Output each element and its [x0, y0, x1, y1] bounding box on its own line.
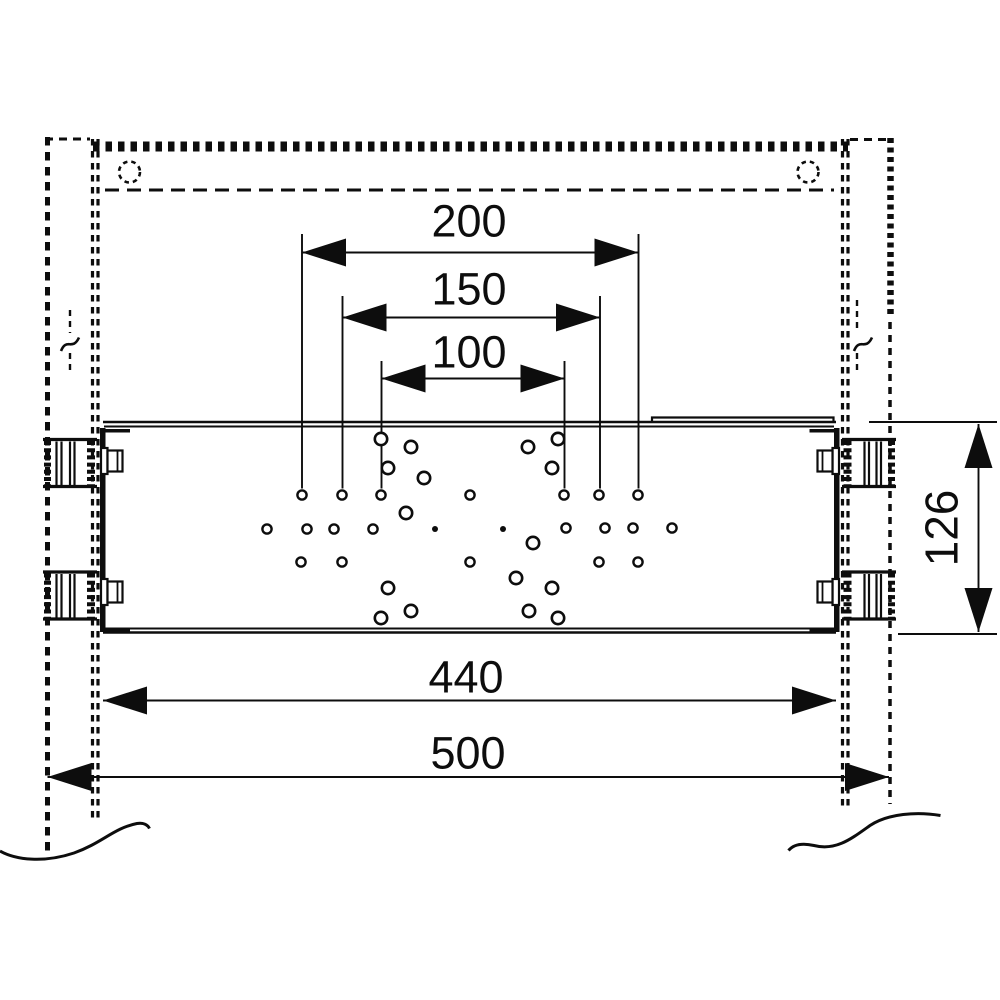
arrowhead-right-icon	[792, 686, 836, 715]
left-clamp-assembly	[43, 437, 97, 621]
dimension-label-100: 100	[431, 327, 506, 378]
arrowhead-up-icon	[964, 424, 993, 468]
plate-hole-medium	[544, 580, 560, 596]
break-wave-left	[0, 821, 151, 861]
plate-hole-medium	[520, 439, 536, 455]
dimension-500: 500	[47, 728, 889, 791]
dimension-100: 100	[380, 327, 566, 489]
arrowhead-down-icon	[964, 588, 993, 632]
plate-hole-medium	[403, 603, 419, 619]
plate-hole-medium	[373, 610, 389, 626]
arrowhead-right-icon	[594, 238, 639, 267]
plate-hole-small	[336, 489, 348, 501]
rack-posts	[45, 137, 894, 852]
plate-hole-small	[593, 556, 605, 568]
dimension-label-126: 126	[916, 490, 968, 567]
plate-hole-small	[367, 523, 379, 535]
right-bracket-bar	[834, 428, 840, 632]
top-crossmember	[45, 137, 893, 192]
arrowhead-left-icon	[342, 303, 387, 332]
plate-hole-medium	[416, 470, 432, 486]
left-bracket-bar	[100, 428, 106, 632]
bolt-head-icon	[106, 580, 124, 604]
mounting-plate	[100, 416, 840, 634]
dimension-200: 200	[301, 196, 640, 489]
bolt-head-icon	[816, 580, 834, 604]
break-waves	[0, 812, 941, 861]
plate-hole-tiny	[500, 526, 506, 532]
plate-hole-medium	[380, 460, 396, 476]
plate-hole-small	[328, 523, 340, 535]
plate-hole-medium	[403, 439, 419, 455]
plate-hole-small	[336, 556, 348, 568]
dimension-label-200: 200	[431, 196, 506, 247]
plate-hole-small	[375, 489, 387, 501]
break-mark-icon	[852, 336, 874, 352]
plate-hole-medium	[398, 505, 414, 521]
plate-hole-medium	[373, 431, 389, 447]
dimension-label-440: 440	[428, 652, 503, 703]
dimension-150: 150	[341, 264, 601, 489]
dimension-126: 126	[869, 421, 997, 635]
plate-hole-small	[296, 489, 308, 501]
plate-hole-tiny	[432, 526, 438, 532]
right-clamp-assembly	[842, 437, 896, 621]
plate-hole-small	[464, 556, 476, 568]
plate-hole-medium	[380, 580, 396, 596]
plate-hole-small	[627, 522, 639, 534]
arrowhead-right-icon	[520, 364, 565, 393]
bolt-head-icon	[106, 449, 124, 473]
plate-hole-medium	[508, 570, 524, 586]
arrowhead-left-icon	[47, 763, 92, 791]
plate-hole-medium	[550, 610, 566, 626]
plate-hole-medium	[521, 603, 537, 619]
plate-hole-small	[464, 489, 476, 501]
break-wave-right	[787, 812, 941, 852]
plate-top-step	[650, 416, 835, 422]
plate-hole-small	[593, 489, 605, 501]
arrowhead-left-icon	[302, 238, 346, 267]
crossmember-hole-right-icon	[796, 160, 820, 184]
dimension-label-500: 500	[430, 728, 505, 779]
plate-face	[103, 421, 836, 633]
bolt-head-icon	[816, 449, 834, 473]
plate-hole-small	[261, 523, 273, 535]
plate-hole-small	[558, 489, 570, 501]
plate-hole-small	[295, 556, 307, 568]
dimension-440: 440	[103, 652, 836, 715]
plate-hole-small	[301, 523, 313, 535]
clamp-bolts	[99, 446, 841, 607]
plate-hole-small	[560, 522, 572, 534]
arrowhead-left-icon	[381, 364, 426, 393]
arrowhead-right-icon	[845, 763, 889, 791]
plate-hole-small	[599, 522, 611, 534]
crossmember-hole-left-icon	[117, 160, 142, 184]
plate-hole-medium	[525, 535, 541, 551]
arrowhead-right-icon	[556, 303, 600, 332]
plate-hole-small	[632, 489, 644, 501]
plate-hole-small	[666, 522, 678, 534]
arrowhead-left-icon	[103, 686, 147, 715]
break-mark-icon	[59, 336, 81, 352]
dimension-label-150: 150	[431, 264, 506, 315]
plate-hole-small	[632, 556, 644, 568]
plate-hole-medium	[544, 460, 560, 476]
plate-hole-medium	[550, 431, 566, 447]
hole-pattern	[261, 431, 678, 626]
